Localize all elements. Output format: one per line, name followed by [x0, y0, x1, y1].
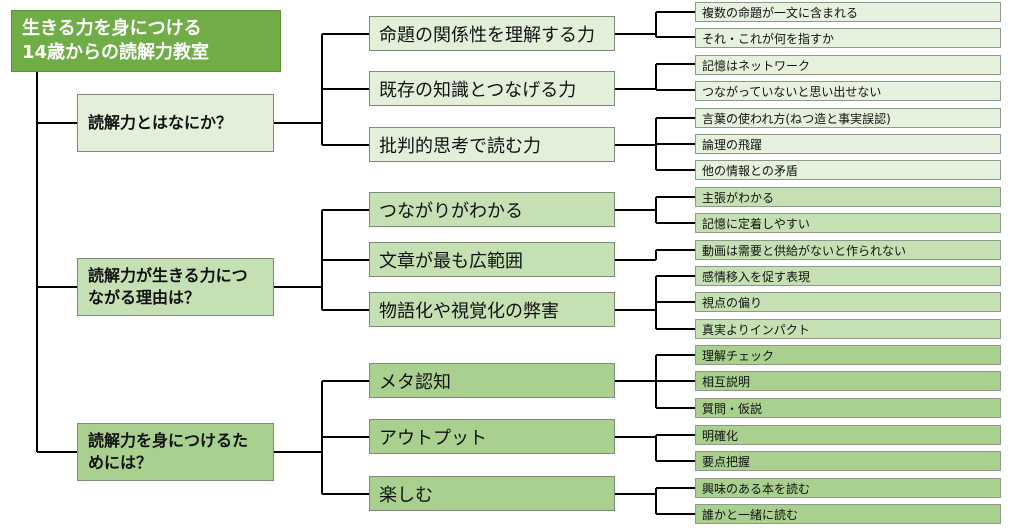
branch-story-visual-harm: 物語化や視覚化の弊害 — [369, 292, 615, 327]
section-why-reading-matters: 読解力が生きる力につながる理由は？ — [77, 258, 274, 316]
leaf-item: 理解チェック — [695, 345, 1001, 365]
leaf-item: つながっていないと思い出せない — [695, 81, 1001, 101]
leaf-item: 言葉の使われ方(ねつ造と事実誤認) — [695, 108, 1001, 128]
leaf-item: 相互説明 — [695, 371, 1001, 391]
leaf-item: 誰かと一緒に読む — [695, 504, 1001, 524]
leaf-item: 感情移入を促す表現 — [695, 266, 1001, 286]
section-what-is-reading: 読解力とはなにか？ — [77, 94, 274, 152]
branch-existing-knowledge: 既存の知識とつなげる力 — [369, 71, 615, 106]
branch-critical-thinking: 批判的思考で読む力 — [369, 127, 615, 162]
branch-metacognition: メタ認知 — [369, 363, 615, 398]
leaf-item: それ・これが何を指すか — [695, 28, 1001, 48]
branch-enjoy: 楽しむ — [369, 476, 615, 511]
leaf-item: 論理の飛躍 — [695, 134, 1001, 154]
title-line-2: 14歳からの読解力教室 — [22, 42, 210, 63]
leaf-item: 他の情報との矛盾 — [695, 160, 1001, 180]
leaf-item: 興味のある本を読む — [695, 478, 1001, 498]
diagram-title: 生きる力を身につける 14歳からの読解力教室 — [11, 10, 281, 72]
leaf-item: 明確化 — [695, 425, 1001, 445]
leaf-item: 真実よりインパクト — [695, 319, 1001, 339]
leaf-item: 記憶に定着しやすい — [695, 213, 1001, 233]
title-line-1: 生きる力を身につける — [22, 18, 202, 39]
leaf-item: 記憶はネットワーク — [695, 55, 1001, 75]
leaf-item: 要点把握 — [695, 451, 1001, 471]
leaf-item: 主張がわかる — [695, 187, 1001, 207]
leaf-item: 動画は需要と供給がないと作られない — [695, 240, 1001, 260]
section-how-to-acquire: 読解力を身につけるためには？ — [77, 423, 274, 481]
branch-output: アウトプット — [369, 419, 615, 454]
leaf-item: 質問・仮説 — [695, 398, 1001, 418]
branch-text-broadest: 文章が最も広範囲 — [369, 242, 615, 277]
branch-see-connections: つながりがわかる — [369, 192, 615, 227]
branch-proposition-relations: 命題の関係性を理解する力 — [369, 16, 615, 51]
leaf-item: 複数の命題が一文に含まれる — [695, 2, 1001, 22]
leaf-item: 視点の偏り — [695, 292, 1001, 312]
